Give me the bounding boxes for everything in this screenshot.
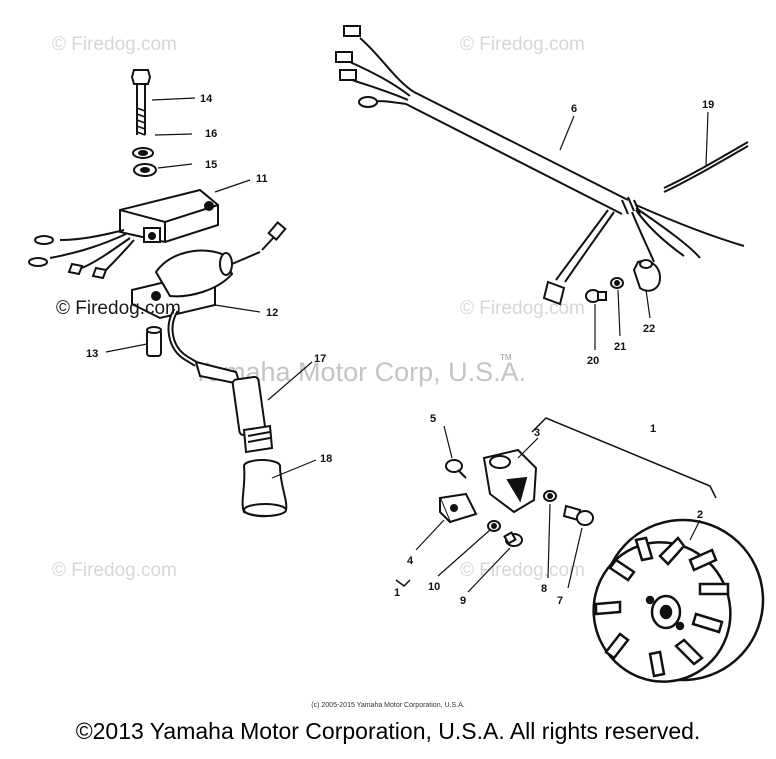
footer-copyright: ©2013 Yamaha Motor Corporation, U.S.A. A… <box>75 718 701 744</box>
callout-11: 11 <box>256 173 268 185</box>
watermark-top-left: © Firedog.com <box>52 34 177 55</box>
block-4 <box>438 492 478 524</box>
callout-9: 9 <box>460 595 466 607</box>
callout-10: 10 <box>428 581 440 593</box>
callout-14: 14 <box>200 93 213 105</box>
watermark-bottom-right: © Firedog.com <box>460 560 585 581</box>
callout-19: 19 <box>702 99 714 111</box>
callout-5: 5 <box>430 413 436 425</box>
screw-20 <box>585 289 607 303</box>
callout-20: 20 <box>587 355 599 367</box>
callout-3: 3 <box>534 427 540 439</box>
watermark-middle-right: © Firedog.com <box>460 298 585 319</box>
boot-18 <box>241 459 288 518</box>
wire-19 <box>663 141 749 193</box>
screw-5 <box>445 459 467 479</box>
callout-16: 16 <box>205 128 217 140</box>
callout-7: 7 <box>557 595 563 607</box>
bolt-14 <box>130 69 152 136</box>
cdi-unit-11 <box>28 188 219 280</box>
callout-4: 4 <box>407 555 414 567</box>
wire-harness-6 <box>335 25 745 306</box>
watermark-middle-left: © Firedog.com <box>56 298 181 319</box>
washer-15 <box>133 163 157 177</box>
flywheel-2 <box>592 518 765 683</box>
bracket-1 <box>395 417 717 587</box>
callout-1: 1 <box>650 423 656 435</box>
callout-2: 2 <box>697 509 703 521</box>
trademark-mark: TM <box>500 353 512 362</box>
callout-8: 8 <box>541 583 547 595</box>
leader-lines <box>105 97 709 593</box>
watermark-bottom-left: © Firedog.com <box>52 560 177 581</box>
callout-1-small: 1 <box>394 587 400 599</box>
callout-22: 22 <box>643 323 655 335</box>
coil-3 <box>482 448 538 514</box>
spark-plug-cap-17 <box>194 360 274 454</box>
clamp-22 <box>632 259 662 292</box>
callout-21: 21 <box>614 341 626 353</box>
callout-17: 17 <box>314 353 326 365</box>
ignition-coil-12 <box>131 221 287 367</box>
lock-washer-16 <box>132 147 154 159</box>
screw-7 <box>562 504 594 526</box>
callout-13: 13 <box>86 348 98 360</box>
small-copyright: (c) 2005-2015 Yamaha Motor Corporation, … <box>311 702 465 709</box>
sleeve-13 <box>146 326 162 357</box>
watermark-top-right: © Firedog.com <box>460 34 585 55</box>
callout-15: 15 <box>205 159 217 171</box>
washer-21 <box>610 277 624 289</box>
callout-6: 6 <box>571 103 577 115</box>
washer-10 <box>487 520 501 532</box>
callout-12: 12 <box>266 307 278 319</box>
washer-8 <box>543 490 557 502</box>
screw-9 <box>503 531 523 547</box>
callout-18: 18 <box>320 453 332 465</box>
